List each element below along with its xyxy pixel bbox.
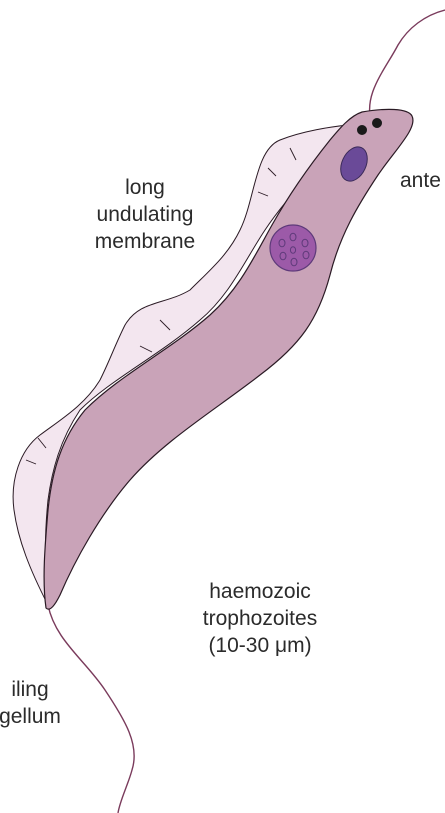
label-line: haemozoic <box>160 578 360 605</box>
label-line: membrane <box>70 228 220 255</box>
label-anterior: ante <box>400 167 441 194</box>
label-line: ante <box>400 167 441 194</box>
label-long-undulating-membrane: long undulating membrane <box>70 174 220 255</box>
label-line: long <box>70 174 220 201</box>
label-line: (10-30 μm) <box>160 632 360 659</box>
label-trailing-flagellum: iling gellum <box>0 676 80 730</box>
basal-body <box>372 118 382 128</box>
label-haemozoic-trophozoites: haemozoic trophozoites (10-30 μm) <box>160 578 360 659</box>
label-line: trophozoites <box>160 605 360 632</box>
label-line: gellum <box>0 703 80 730</box>
label-line: iling <box>0 676 80 703</box>
basal-body <box>357 125 367 135</box>
label-line: undulating <box>70 201 220 228</box>
nucleus <box>270 225 316 271</box>
anterior-flagellum <box>370 10 445 124</box>
